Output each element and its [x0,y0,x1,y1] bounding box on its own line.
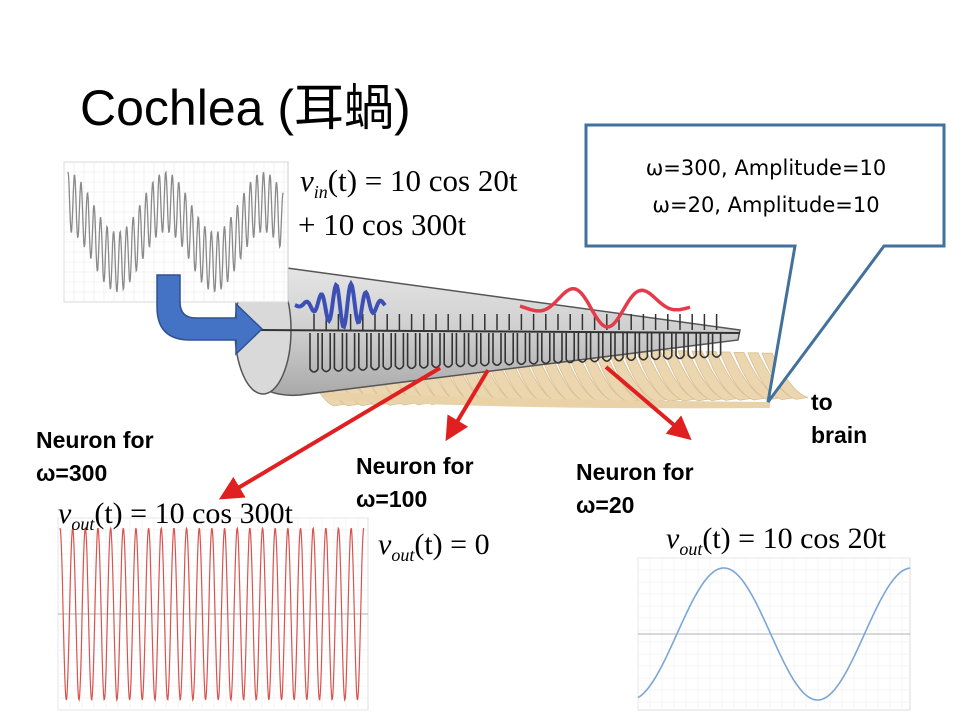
low-frequency-wave [519,287,691,329]
hair-cell [467,333,478,367]
hair-cell [528,333,539,365]
neuron-label-20: Neuron for ω=20 [576,459,694,518]
hair-cell [516,333,527,366]
output-plot-20 [637,557,911,711]
hair-cell [443,333,453,368]
hair-cell [638,333,649,361]
membrane-edge [320,392,770,409]
neuron-label-300: Neuron for ω=300 [36,427,154,486]
output-plot-300 [57,517,369,711]
hair-cell [711,333,722,358]
hair-cell [309,333,319,373]
input-equation-line-2: + 10 cos 300t [298,207,467,242]
hair-cell [504,333,514,366]
hair-cell [577,333,588,363]
high-frequency-wave [294,279,387,330]
hair-cell [382,333,392,371]
callout-text: ω=300, Amplitude=10 ω=20, Amplitude=10 [586,150,946,224]
hair-cell [589,333,600,363]
arrow-to-neuron-100 [445,368,490,442]
hair-cell [541,333,551,365]
input-arrow [156,274,264,356]
callout-box [584,123,946,403]
callout-line-2: ω=20, Amplitude=10 [652,193,880,217]
hair-cell [370,333,380,371]
output-equation-20: vout(t) = 10 cos 20t [666,522,886,559]
hair-cell [419,333,429,369]
hair-cell [614,333,624,362]
arrow-to-neuron-20 [604,365,692,441]
input-equation-line-1: vin(t) = 10 cos 20t [300,163,518,203]
hair-cell [650,333,661,361]
callout-line-1: ω=300, Amplitude=10 [645,156,887,180]
neuron-label-100: Neuron for ω=100 [356,453,474,512]
hair-cell [553,333,563,364]
hair-cell [406,333,417,370]
output-equation-100: vout(t) = 0 [378,528,490,565]
output-equation-300: vout(t) = 10 cos 300t [58,497,293,534]
hair-cell [480,333,490,367]
hair-cell [626,333,636,362]
membrane-strip [663,350,711,402]
hair-cells [309,314,722,373]
hair-cell [358,333,368,371]
hair-cell [455,333,466,368]
to-brain-label: to brain [811,389,868,448]
hair-cell [565,333,575,364]
hair-cell [492,333,502,367]
hair-cell [602,333,612,362]
page-title: Cochlea (耳蝸) [80,80,411,136]
hair-cell [699,333,710,359]
hair-cell [321,333,331,373]
arrow-to-neuron-300 [218,366,442,500]
hair-cell [345,333,356,372]
hair-cell [675,333,685,360]
hair-cell [394,333,405,370]
hair-cell [687,333,697,359]
hair-axis-line [257,329,741,334]
hair-cell [663,333,673,360]
hair-cell [333,333,344,372]
hair-cell [431,333,441,369]
